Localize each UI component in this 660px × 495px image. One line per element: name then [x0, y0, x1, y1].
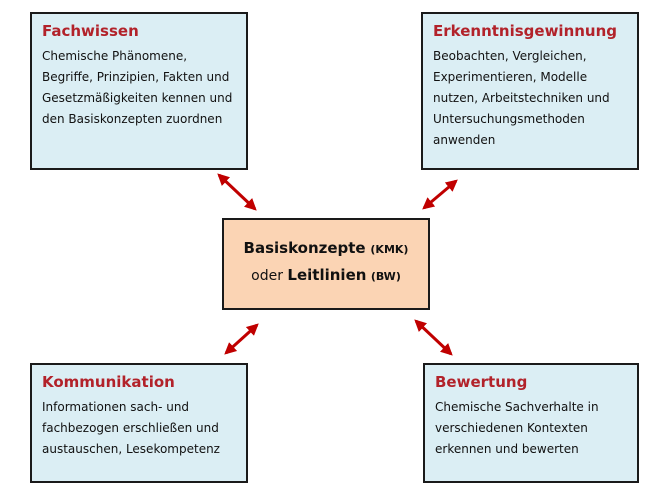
basiskonzepte-label: Basiskonzepte [243, 239, 366, 257]
center-line-2: oder Leitlinien (BW) [224, 262, 428, 290]
double-arrow-icon [217, 173, 257, 211]
oder-label: oder [251, 268, 283, 284]
double-arrow-icon [422, 179, 458, 210]
bewertung-text: Chemische Sachverhalte in verschiedenen … [435, 397, 627, 460]
erkenntnis-line: Untersuchungsmethoden [433, 112, 585, 126]
box-bewertung: Bewertung Chemische Sachverhalte in vers… [423, 363, 639, 483]
fachwissen-text: Chemische Phänomene, Begriffe, Prinzipie… [42, 46, 236, 130]
erkenntnis-line: anwenden [433, 133, 496, 147]
bewertung-line: Chemische Sachverhalte in [435, 400, 599, 414]
kommunikation-line: austauschen, Lesekompetenz [42, 442, 220, 456]
fachwissen-line: Gesetzmäßigkeiten kennen und [42, 91, 233, 105]
box-erkenntnisgewinnung: Erkenntnisgewinnung Beobachten, Vergleic… [421, 12, 639, 170]
bewertung-line: verschiedenen Kontexten [435, 421, 588, 435]
double-arrow-icon [224, 323, 259, 355]
erkenntnis-title: Erkenntnisgewinnung [433, 22, 618, 40]
box-kommunikation: Kommunikation Informationen sach- und fa… [30, 363, 248, 483]
fachwissen-line: den Basiskonzepten zuordnen [42, 112, 223, 126]
bewertung-title: Bewertung [435, 373, 528, 391]
fachwissen-title: Fachwissen [42, 22, 139, 40]
box-fachwissen: Fachwissen Chemische Phänomene, Begriffe… [30, 12, 248, 170]
erkenntnis-line: Experimentieren, Modelle [433, 70, 588, 84]
fachwissen-line: Begriffe, Prinzipien, Fakten und [42, 70, 230, 84]
center-basiskonzepte-box: Basiskonzepte (KMK) oder Leitlinien (BW) [222, 218, 430, 310]
erkenntnis-text: Beobachten, Vergleichen, Experimentieren… [433, 46, 627, 151]
kommunikation-title: Kommunikation [42, 373, 175, 391]
center-line-1: Basiskonzepte (KMK) [224, 236, 428, 262]
bewertung-line: erkennen und bewerten [435, 442, 579, 456]
bw-label: (BW) [370, 270, 401, 283]
double-arrow-icon [414, 319, 453, 356]
fachwissen-line: Chemische Phänomene, [42, 49, 188, 63]
erkenntnis-line: Beobachten, Vergleichen, [433, 49, 587, 63]
kommunikation-line: Informationen sach- und [42, 400, 190, 414]
kmk-label: (KMK) [370, 243, 409, 256]
kommunikation-line: fachbezogen erschließen und [42, 421, 219, 435]
erkenntnis-line: nutzen, Arbeitstechniken und [433, 91, 610, 105]
leitlinien-label: Leitlinien [287, 266, 367, 284]
kommunikation-text: Informationen sach- und fachbezogen ersc… [42, 397, 236, 460]
